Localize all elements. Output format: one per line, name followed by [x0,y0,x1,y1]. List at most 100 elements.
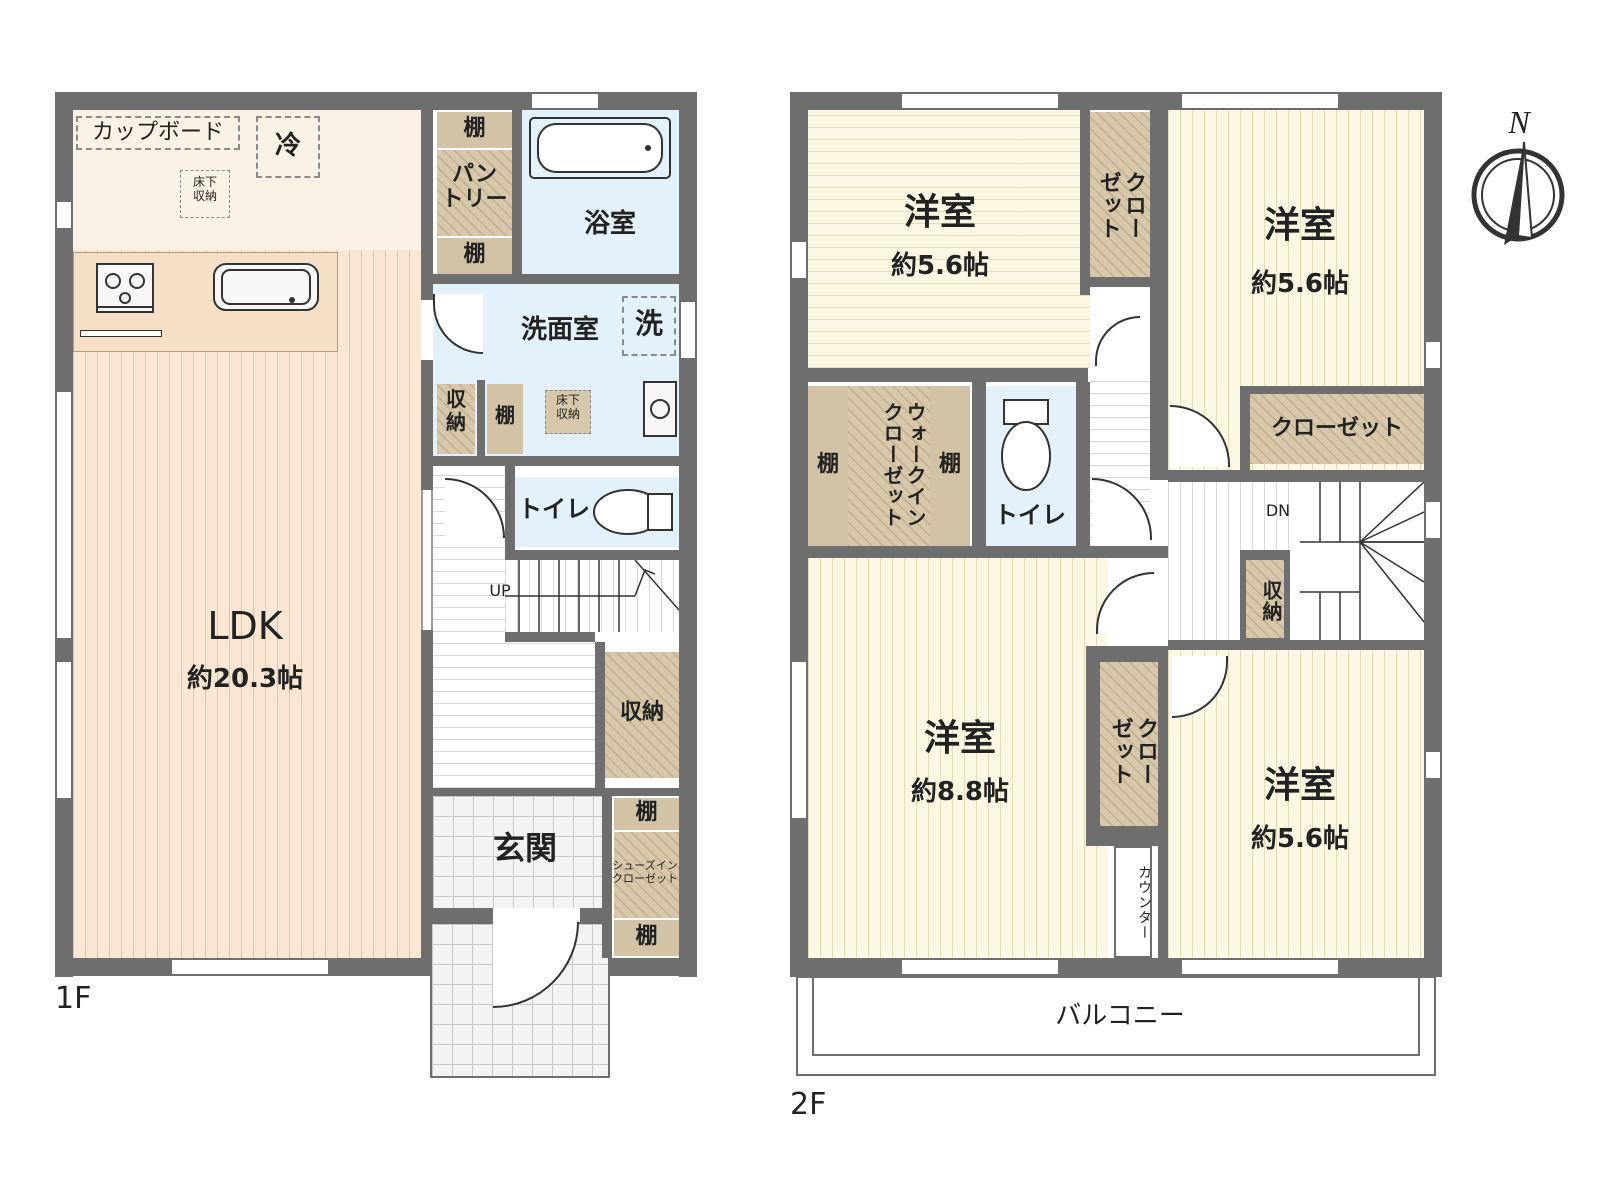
room-ldk [73,110,421,958]
walkin-closet [848,386,930,546]
washroom-storage [437,384,475,454]
walkin-shelf-right [930,386,970,546]
window [1424,500,1442,540]
wall [580,908,602,922]
walkin-shelf-right-label: 棚 [938,452,961,477]
closet-nw [1090,112,1150,277]
counter-rail [80,330,162,337]
washroom-shelf-label: 棚 [495,403,515,427]
entrance-label: 玄関 [492,829,557,867]
wall [790,958,1442,976]
compass-north-label: N [1508,104,1530,140]
room-western-nw [808,110,1090,368]
wall [477,380,485,458]
stairs-down-label: DN [1265,501,1291,520]
washer-label: 洗 [634,307,663,340]
wall [433,788,679,796]
wall [1076,382,1090,556]
sliding-door[interactable] [421,490,433,630]
wall [433,456,679,466]
floor-tag-1f: 1F [55,981,92,1016]
shoes-shelf-top [614,798,679,830]
wash-basin-icon [643,381,677,437]
stair-storage [1246,560,1284,638]
pantry-shelf-bottom-label: 棚 [463,242,486,267]
washroom-storage-label: 収 納 [446,387,466,434]
shoes-closet [614,832,679,918]
balcony-label: バルコニー [1055,1001,1185,1031]
window [790,240,808,280]
wall [505,632,595,642]
bathtub-icon [529,117,671,179]
pantry-shelf-top [437,112,512,148]
shoes-shelf-top-label: 棚 [635,800,658,825]
washer-outline [622,296,676,356]
wall [790,92,1442,110]
wall [1240,386,1424,394]
western-nw-size: 約5.6帖 [890,251,990,281]
washroom-shelf [487,384,523,454]
window [900,92,1060,110]
window [1424,750,1442,780]
stair-storage-label: 収納 [1259,580,1283,622]
hall-storage [605,652,679,778]
balcony-inner [812,976,1420,1056]
room-western-sw [808,558,1108,958]
compass-icon [1471,141,1565,245]
western-se-size: 約5.6帖 [1250,824,1350,854]
window [55,200,73,230]
pantry-label: パン トリー [441,162,508,213]
room-entrance [433,796,603,908]
pantry-shelf-bottom [437,238,512,274]
shoes-closet-label: シューズイン クローゼット [612,859,678,885]
closet-ne-label: クローゼット [1270,416,1403,441]
window [55,660,73,800]
western-ne-size: 約5.6帖 [1250,269,1350,299]
closet-mid [1100,662,1160,826]
window [1180,92,1340,110]
wall [433,274,679,284]
balcony [796,976,1436,1076]
kitchen-area [73,110,421,250]
western-ne-name: 洋室 [1263,205,1336,246]
window [1180,958,1340,976]
pantry-shelf-top-label: 棚 [463,116,486,141]
sink-icon [213,263,319,311]
hallway [505,642,595,788]
cupboard-label: カップボード [91,120,224,145]
ldk-name: LDK [207,604,283,648]
wall [808,546,1168,558]
closet-mid-label: クロー ゼット [1107,716,1158,786]
shoes-shelf-bottom-label: 棚 [635,924,658,949]
wall [1168,640,1424,650]
window [170,958,330,976]
fridge-outline [256,116,320,178]
door-swing[interactable] [1095,316,1140,366]
walkin-shelf-left-label: 棚 [816,452,839,477]
wall [1240,386,1250,480]
stairs-down[interactable] [1300,482,1424,650]
underfloor-washroom-outline [545,390,591,434]
toilet-label: トイレ [518,495,590,523]
underfloor-storage-label: 床下 収納 [192,175,217,203]
wall [1168,470,1424,482]
walkin-shelf-left [808,386,848,546]
window [679,300,697,360]
toilet-2f-label: トイレ [994,501,1066,529]
walkin-closet-label: ウォークイン クローゼット [880,402,927,528]
wall [1080,110,1090,295]
stairs-up-label: UP [489,581,511,600]
window [900,958,1060,976]
wall [433,908,493,922]
bath-label: 浴室 [583,209,636,239]
closet-nw-label: クロー ゼット [1095,170,1146,240]
wall [790,92,808,977]
doorway [421,300,433,360]
wall [808,368,1088,382]
ldk-size: 約20.3帖 [186,664,304,694]
hall-storage-label: 収納 [619,700,664,725]
wall [505,550,679,560]
shoes-shelf-bottom [614,920,679,956]
wall [679,92,697,977]
wall [595,642,605,788]
